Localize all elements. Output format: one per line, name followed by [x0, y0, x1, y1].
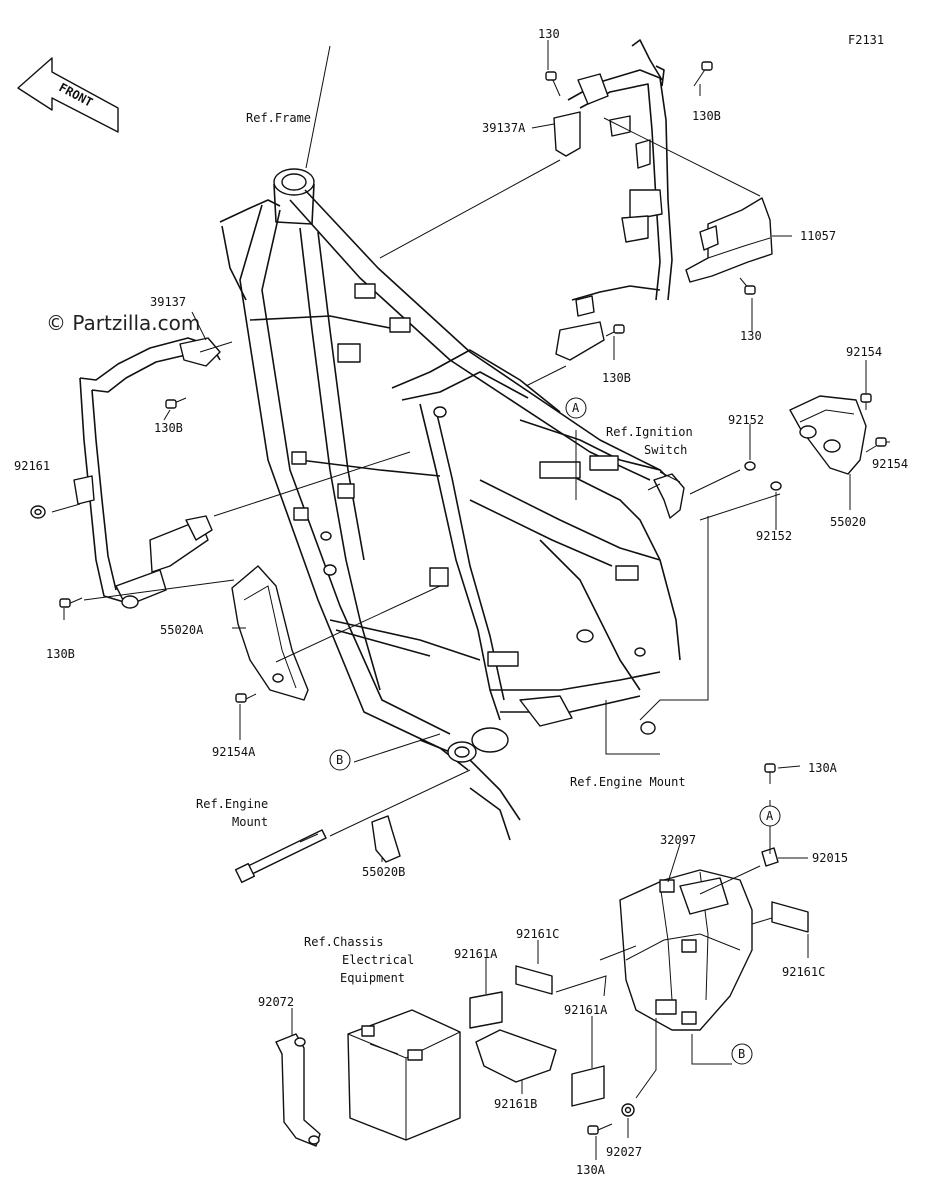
part-label-92161a-low[interactable]: 92161A	[564, 1003, 608, 1017]
part-label-130b-mid[interactable]: 130B	[602, 371, 631, 385]
ref-ignition-label-2: Switch	[644, 443, 687, 457]
callout-marker-b-left[interactable]: B	[329, 749, 351, 771]
part-label-130-mid[interactable]: 130	[740, 329, 762, 343]
battery-case-32097-drawing	[619, 869, 753, 1031]
cover-55020a-drawing	[231, 565, 309, 701]
bolt-130-mid-icon	[739, 277, 756, 295]
ref-chassis-label-2: Electrical	[342, 953, 414, 967]
bolt-130b-left-icon	[165, 397, 187, 409]
part-label-92161[interactable]: 92161	[14, 459, 50, 473]
bracket-39137a-drawing	[553, 39, 673, 361]
washer-92152-top-icon	[744, 461, 756, 471]
bolt-92154-top-icon	[860, 393, 872, 410]
part-label-55020a[interactable]: 55020A	[160, 623, 204, 637]
callout-marker-b-right[interactable]: B	[731, 1043, 753, 1065]
part-label-55020[interactable]: 55020	[830, 515, 866, 529]
svg-text:A: A	[766, 809, 774, 823]
battery-strap-92072-drawing	[275, 1033, 321, 1147]
pad-92161a-low-drawing	[571, 1065, 605, 1107]
pad-92161a-top-drawing	[469, 991, 503, 1029]
part-label-92161c-right[interactable]: 92161C	[782, 965, 825, 979]
part-label-92161a-top[interactable]: 92161A	[454, 947, 498, 961]
pad-92161c-left-drawing	[515, 965, 553, 995]
ignition-bracket-drawing	[647, 473, 685, 519]
cover-55020b-drawing	[371, 815, 401, 863]
part-label-92015[interactable]: 92015	[812, 851, 848, 865]
part-label-130b-lower[interactable]: 130B	[46, 647, 75, 661]
part-label-92072[interactable]: 92072	[258, 995, 294, 1009]
battery-drawing	[347, 1009, 461, 1141]
bolt-92154a-icon	[235, 693, 257, 703]
part-label-32097[interactable]: 32097	[660, 833, 696, 847]
ref-engine-mount-lower-label: Ref.Engine Mount	[570, 775, 686, 789]
bolt-130-top-icon	[545, 71, 561, 97]
part-label-130a-top[interactable]: 130A	[808, 761, 838, 775]
bolt-130a-low-icon	[587, 1123, 613, 1135]
part-label-92152-top[interactable]: 92152	[728, 413, 764, 427]
part-label-92027[interactable]: 92027	[606, 1145, 642, 1159]
ref-chassis-label-1: Ref.Chassis	[304, 935, 383, 949]
partzilla-watermark: © Partzilla.com	[46, 311, 200, 335]
pad-92161c-right-drawing	[771, 901, 809, 933]
svg-text:A: A	[572, 401, 580, 415]
front-arrow-icon: FRONT	[17, 57, 119, 133]
ref-engine-mount-left-label-1: Ref.Engine	[196, 797, 268, 811]
nut-92161-icon	[30, 505, 46, 519]
part-label-92154-top[interactable]: 92154	[846, 345, 882, 359]
engine-mount-bolt-drawing	[234, 829, 327, 884]
bolt-130a-top-icon	[764, 763, 776, 784]
ref-engine-mount-left-label-2: Mount	[232, 815, 268, 829]
part-label-92154-right[interactable]: 92154	[872, 457, 908, 471]
part-label-39137a[interactable]: 39137A	[482, 121, 526, 135]
part-label-130b-left[interactable]: 130B	[154, 421, 183, 435]
bolt-130b-mid-icon	[605, 324, 625, 337]
callout-marker-a-top[interactable]: A	[565, 397, 587, 419]
bolt-130b-lower-icon	[59, 597, 83, 608]
part-label-130a-low[interactable]: 130A	[576, 1163, 606, 1177]
diagram-code: F2131	[848, 33, 884, 47]
leader-lines	[51, 40, 890, 1160]
bolt-92154-right-icon	[865, 437, 887, 453]
svg-text:B: B	[336, 753, 343, 767]
washer-92027-icon	[621, 1103, 635, 1117]
part-label-130b-top[interactable]: 130B	[692, 109, 721, 123]
bolt-130b-top-icon	[693, 61, 713, 87]
part-label-11057[interactable]: 11057	[800, 229, 836, 243]
fastener-icons	[30, 61, 887, 1135]
washer-92152-low-icon	[770, 481, 782, 491]
part-label-130-top[interactable]: 130	[538, 27, 560, 41]
pad-92161b-drawing	[475, 1029, 557, 1083]
main-frame-drawing	[219, 168, 681, 841]
part-label-39137[interactable]: 39137	[150, 295, 186, 309]
callout-marker-a-right[interactable]: A	[759, 805, 781, 827]
part-label-92152-low[interactable]: 92152	[756, 529, 792, 543]
part-label-92154a[interactable]: 92154A	[212, 745, 256, 759]
ref-frame-label: Ref.Frame	[246, 111, 311, 125]
part-label-92161b[interactable]: 92161B	[494, 1097, 537, 1111]
nut-engine-mount-icon	[640, 721, 656, 735]
bracket-39137-drawing	[73, 337, 221, 609]
cover-55020-drawing	[789, 395, 867, 475]
part-label-55020b[interactable]: 55020B	[362, 865, 405, 879]
ref-chassis-label-3: Equipment	[340, 971, 405, 985]
ref-ignition-label-1: Ref.Ignition	[606, 425, 693, 439]
part-label-92161c-left[interactable]: 92161C	[516, 927, 559, 941]
svg-text:B: B	[738, 1047, 745, 1061]
bracket-11057-drawing	[685, 197, 773, 283]
